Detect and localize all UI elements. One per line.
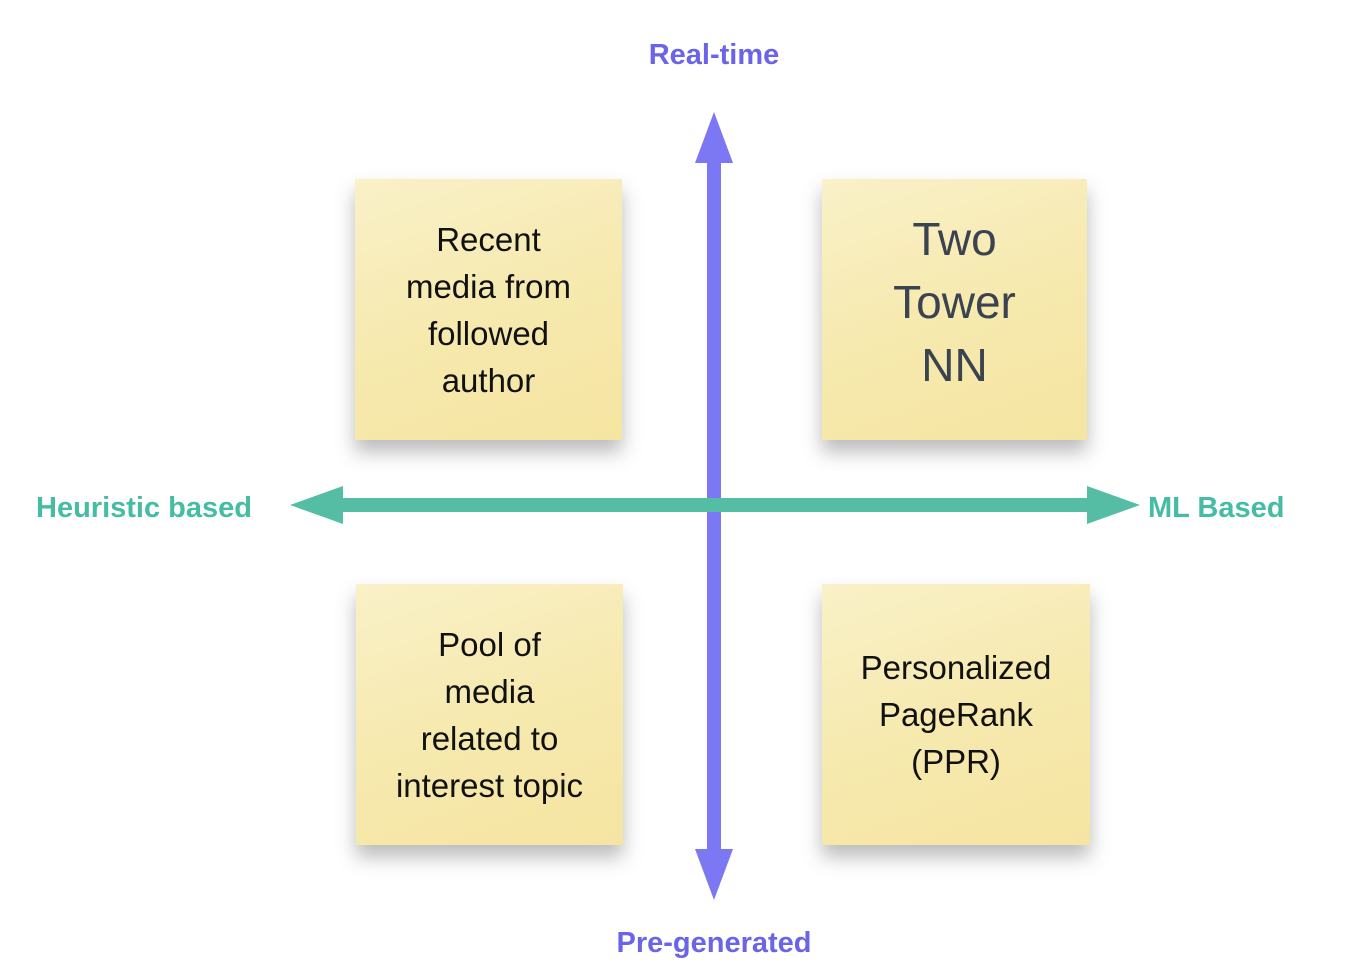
- arrow-up-icon: [695, 112, 733, 163]
- note-text-pool-of-media: Pool of media related to interest topic: [395, 625, 584, 804]
- note-text-recent-media: Recent media from followed author: [405, 220, 572, 399]
- axis-label-pre-generated: Pre-generated: [616, 927, 812, 959]
- horizontal-axis: [290, 486, 1140, 524]
- sticky-note-top-left: Recent media from followed author: [355, 179, 622, 440]
- axis-label-heuristic-based: Heuristic based: [36, 492, 252, 524]
- sticky-note-bottom-right: Personalized PageRank (PPR): [822, 584, 1090, 845]
- sticky-note-bottom-left: Pool of media related to interest topic: [356, 584, 623, 845]
- axis-label-ml-based: ML Based: [1148, 492, 1285, 524]
- axis-label-real-time: Real-time: [648, 39, 780, 71]
- note-text-personalized-pagerank: Personalized PageRank (PPR): [860, 649, 1052, 780]
- sticky-note-top-right: Two Tower NN: [822, 179, 1087, 440]
- arrow-left-icon: [290, 486, 343, 524]
- arrow-down-icon: [695, 849, 733, 900]
- note-text-two-tower-nn: Two Tower NN: [893, 213, 1016, 391]
- arrow-right-icon: [1087, 486, 1140, 524]
